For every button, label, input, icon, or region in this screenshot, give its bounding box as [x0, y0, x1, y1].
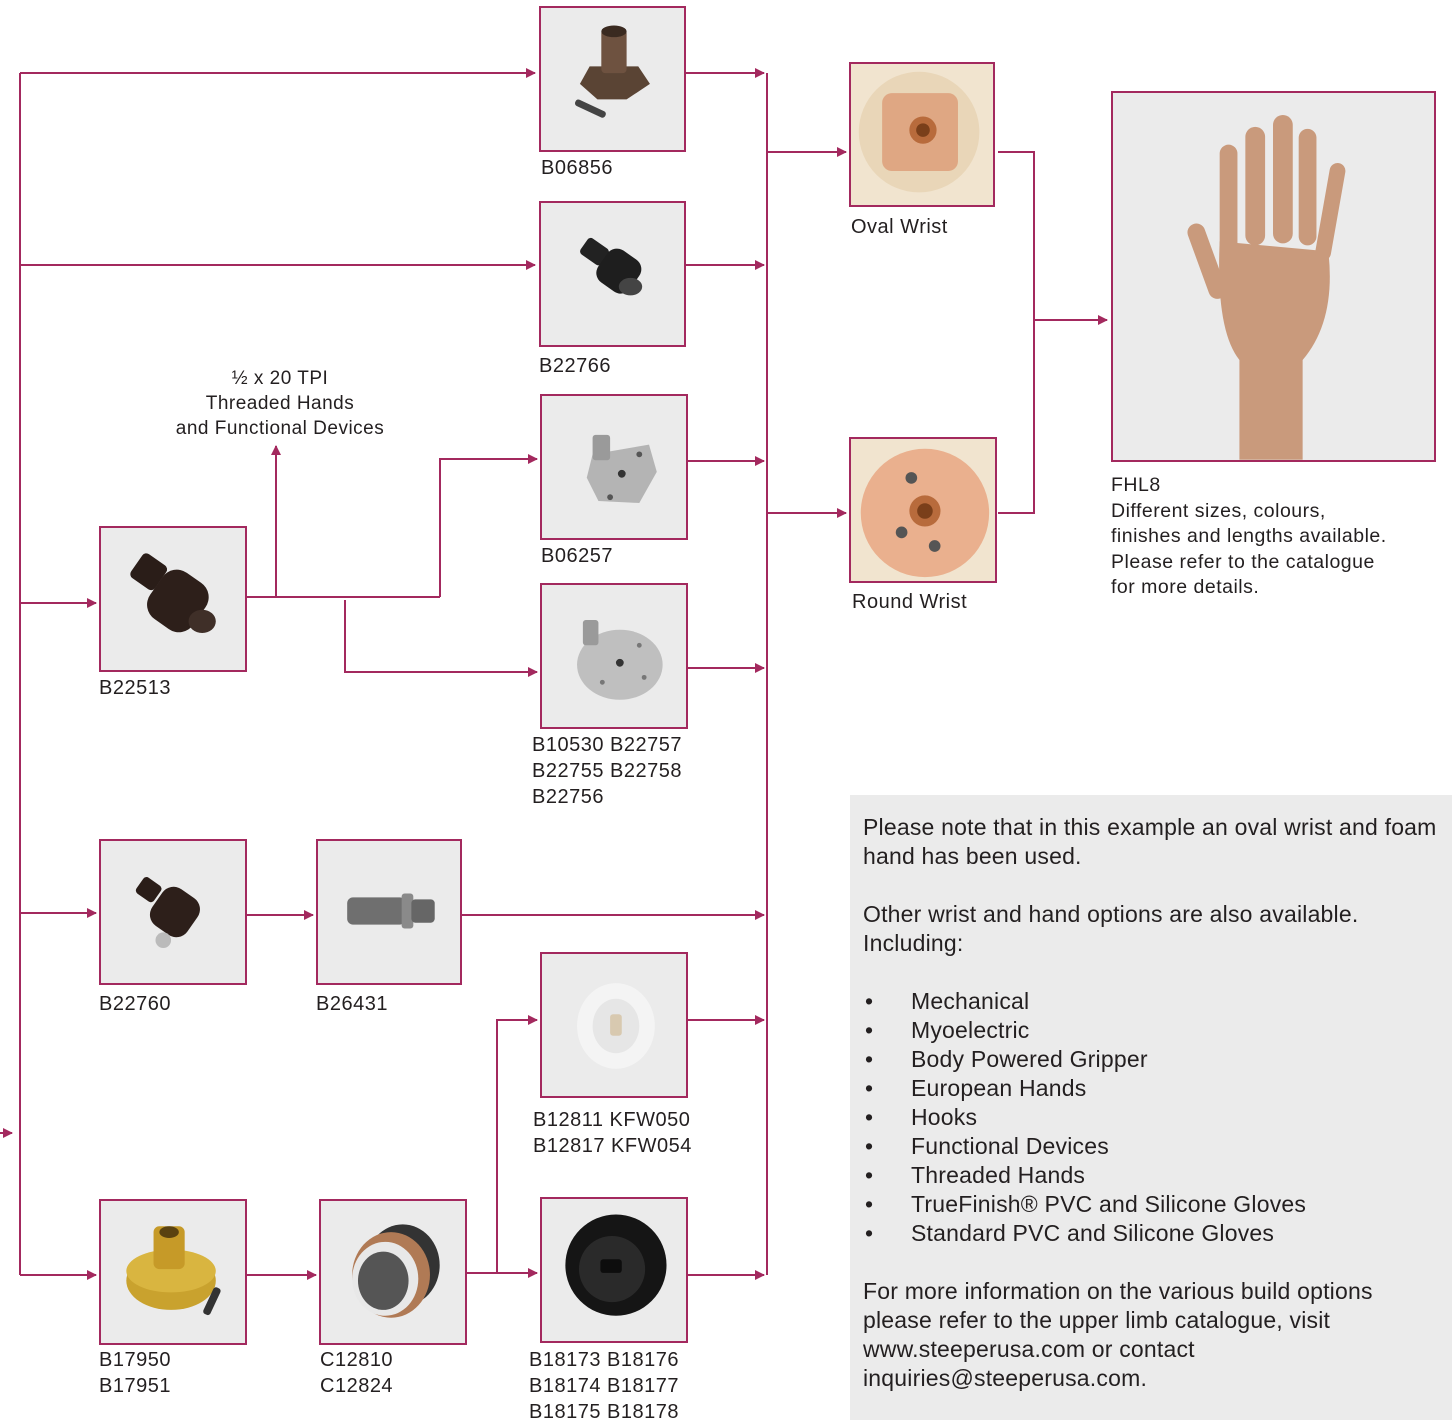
threaded-plate-icon	[542, 396, 686, 538]
part-image-b18173	[540, 1197, 688, 1343]
coupling-icon	[101, 841, 245, 983]
adapter-flange-icon	[541, 8, 684, 150]
list-item: Myoelectric	[863, 1016, 1438, 1045]
disc-plate-icon	[542, 585, 686, 727]
foam-hand-icon	[1113, 93, 1434, 460]
list-item: Hooks	[863, 1103, 1438, 1132]
caption-c12810: C12810 C12824	[320, 1347, 393, 1399]
part-image-round-wrist	[849, 437, 997, 583]
caption-b12811: B12811 KFW050 B12817 KFW054	[533, 1107, 692, 1159]
part-image-b22513	[99, 526, 247, 672]
caption-b26431: B26431	[316, 991, 388, 1017]
quick-disconnect-icon	[541, 203, 684, 345]
part-image-fhl8	[1111, 91, 1436, 462]
part-image-b17950	[99, 1199, 247, 1345]
caption-b22760: B22760	[99, 991, 171, 1017]
white-disc-icon	[542, 954, 686, 1096]
list-item: European Hands	[863, 1074, 1438, 1103]
list-item: Standard PVC and Silicone Gloves	[863, 1219, 1438, 1248]
list-item: Body Powered Gripper	[863, 1045, 1438, 1074]
part-image-b10530	[540, 583, 688, 729]
note-more-info: For more information on the various buil…	[863, 1277, 1438, 1393]
lamination-collar-icon	[101, 528, 245, 670]
part-image-b26431	[316, 839, 462, 985]
note-other-options: Other wrist and hand options are also av…	[863, 900, 1438, 958]
part-image-b22766	[539, 201, 686, 347]
caption-b10530: B10530 B22757 B22755 B22758 B22756	[532, 732, 682, 810]
caption-round-wrist: Round Wrist	[852, 589, 967, 615]
caption-b22766: B22766	[539, 353, 611, 379]
caption-b17950: B17950 B17951	[99, 1347, 171, 1399]
threaded-hands-label: ½ x 20 TPI Threaded Hands and Functional…	[145, 366, 415, 441]
list-item: TrueFinish® PVC and Silicone Gloves	[863, 1190, 1438, 1219]
oval-wrist-icon	[851, 64, 993, 205]
caption-oval-wrist: Oval Wrist	[851, 214, 948, 240]
part-image-c12810	[319, 1199, 467, 1345]
options-list: Mechanical Myoelectric Body Powered Grip…	[863, 987, 1438, 1248]
part-image-b22760	[99, 839, 247, 985]
caption-b06856: B06856	[541, 155, 613, 181]
black-wrist-unit-icon	[542, 1199, 686, 1341]
round-wrist-icon	[851, 439, 995, 581]
caption-b18173: B18173 B18176 B18174 B18177 B18175 B1817…	[529, 1347, 679, 1425]
options-note-panel: Please note that in this example an oval…	[850, 795, 1452, 1420]
caption-fhl8: FHL8 Different sizes, colours, finishes …	[1111, 473, 1387, 601]
bronze-ring-icon	[321, 1201, 465, 1343]
note-intro: Please note that in this example an oval…	[863, 813, 1438, 871]
list-item: Mechanical	[863, 987, 1438, 1016]
part-image-b06257	[540, 394, 688, 540]
list-item: Threaded Hands	[863, 1161, 1438, 1190]
caption-b22513: B22513	[99, 675, 171, 701]
list-item: Functional Devices	[863, 1132, 1438, 1161]
gold-insert-icon	[101, 1201, 245, 1343]
threaded-stud-icon	[318, 841, 460, 983]
part-image-b12811	[540, 952, 688, 1098]
caption-b06257: B06257	[541, 543, 613, 569]
part-image-oval-wrist	[849, 62, 995, 207]
part-image-b06856	[539, 6, 686, 152]
